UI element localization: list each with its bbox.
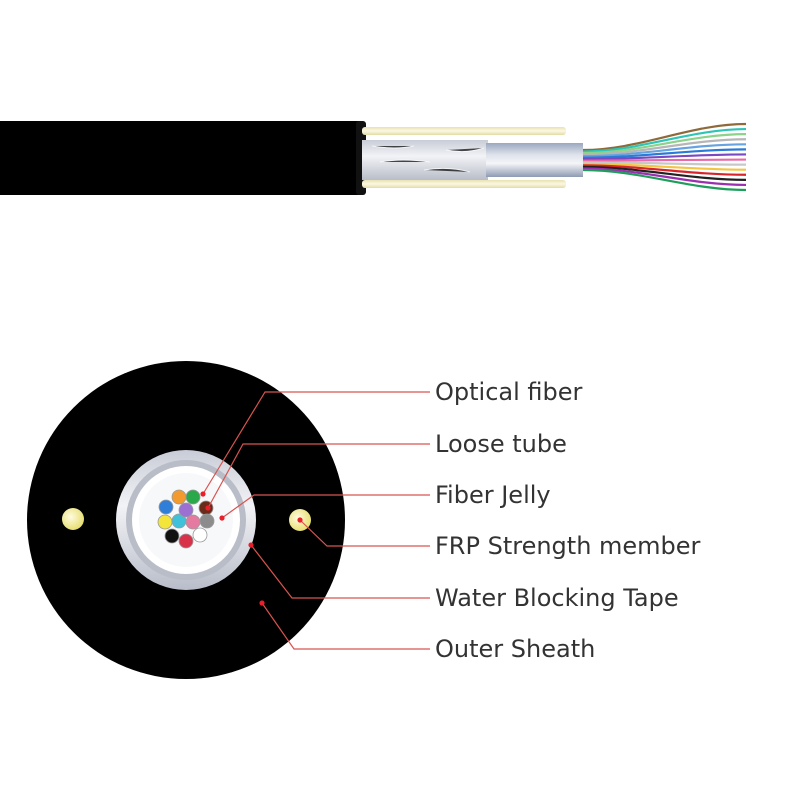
label-water-blocking-tape: Water Blocking Tape <box>435 584 679 612</box>
label-optical-fiber: Optical fiber <box>435 378 583 406</box>
dot-outer-sheath <box>259 600 265 606</box>
leader-water-blocking-tape <box>250 544 430 599</box>
side-loose-tube <box>486 143 583 177</box>
side-strength-rod-bottom <box>362 180 566 188</box>
optical-fiber <box>185 514 201 530</box>
side-fiber-fan <box>582 122 747 192</box>
optical-fiber <box>192 527 208 543</box>
dot-loose-tube <box>205 505 211 511</box>
optical-fiber <box>199 513 215 529</box>
fiber-strand <box>582 165 747 181</box>
leader-loose-tube <box>207 443 430 509</box>
labels: Optical fiber Loose tube Fiber Jelly FRP… <box>435 378 701 663</box>
optical-fiber <box>157 514 173 530</box>
side-tape-texture <box>371 145 485 173</box>
optical-fiber <box>164 528 180 544</box>
leader-frp-strength-member <box>299 519 430 547</box>
optical-fiber <box>158 499 174 515</box>
fiber-strand <box>582 158 747 162</box>
dot-optical-fiber <box>200 491 206 497</box>
fiber-strand <box>582 162 747 171</box>
leader-fiber-jelly <box>221 494 430 519</box>
label-fiber-jelly: Fiber Jelly <box>435 481 551 509</box>
optical-fiber <box>171 489 187 505</box>
cable-cross-section <box>27 361 345 679</box>
fiber-strand <box>582 127 747 153</box>
label-loose-tube: Loose tube <box>435 430 567 458</box>
leader-dots <box>200 491 303 606</box>
fiber-strand <box>582 138 747 156</box>
fiber-strand <box>582 148 747 159</box>
frp-strength-member-left <box>62 508 84 530</box>
fiber-strand <box>582 153 747 161</box>
fiber-strand <box>582 161 747 166</box>
fiber-strand <box>582 167 747 187</box>
fiber-strand <box>582 168 747 192</box>
leader-lines <box>202 391 430 650</box>
fiber-strand <box>582 122 747 152</box>
fiber-strand <box>582 164 747 176</box>
side-strength-rod-top <box>362 127 566 135</box>
optical-fiber <box>178 502 194 518</box>
leader-optical-fiber <box>202 391 430 495</box>
dot-water-blocking-tape <box>248 542 254 548</box>
optical-fiber <box>185 489 201 505</box>
dot-frp-strength-member <box>297 517 303 523</box>
dot-fiber-jelly <box>219 515 225 521</box>
cable-side-view <box>0 121 747 195</box>
label-frp-strength-member: FRP Strength member <box>435 532 701 560</box>
fiber-strand <box>582 133 747 155</box>
leader-outer-sheath <box>261 602 430 650</box>
label-outer-sheath: Outer Sheath <box>435 635 595 663</box>
optical-fiber <box>178 533 194 549</box>
side-outer-sheath <box>0 121 362 195</box>
fiber-strand <box>582 143 747 158</box>
